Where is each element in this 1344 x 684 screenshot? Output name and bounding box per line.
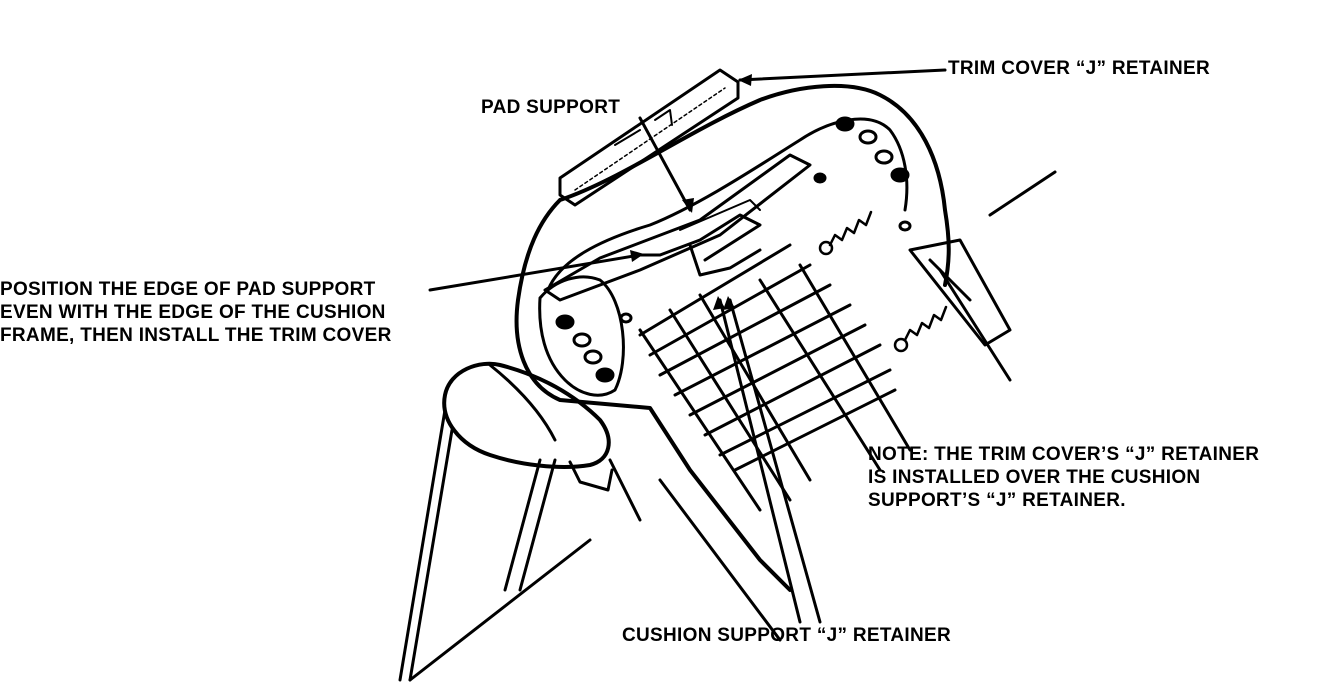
position-instruction-label: POSITION THE EDGE OF PAD SUPPORT EVEN WI… (0, 279, 392, 346)
leader-lines (428, 68, 947, 624)
installation-note: NOTE: THE TRIM COVER’S “J” RETAINER IS I… (868, 444, 1260, 511)
cushion-support-retainer-label: CUSHION SUPPORT “J” RETAINER (622, 625, 951, 646)
left-bracket (538, 275, 625, 397)
pad-support-panel (543, 153, 812, 302)
cushion-pad (442, 361, 611, 469)
cushion-frame-inner-outline (546, 117, 909, 292)
right-bracket-holes (813, 116, 912, 232)
trim-cover-retainer-strip (558, 68, 740, 207)
cushion-support-wires (638, 243, 912, 512)
right-side-rail (908, 238, 1012, 347)
arrowheads (630, 74, 752, 310)
cushion-frame-outline (514, 83, 951, 592)
seat-legs (398, 408, 782, 682)
trim-cover-retainer-label: TRIM COVER “J” RETAINER (948, 58, 1211, 79)
pad-support-label: PAD SUPPORT (481, 97, 621, 118)
springs (818, 210, 948, 353)
left-bracket-holes (555, 312, 633, 383)
